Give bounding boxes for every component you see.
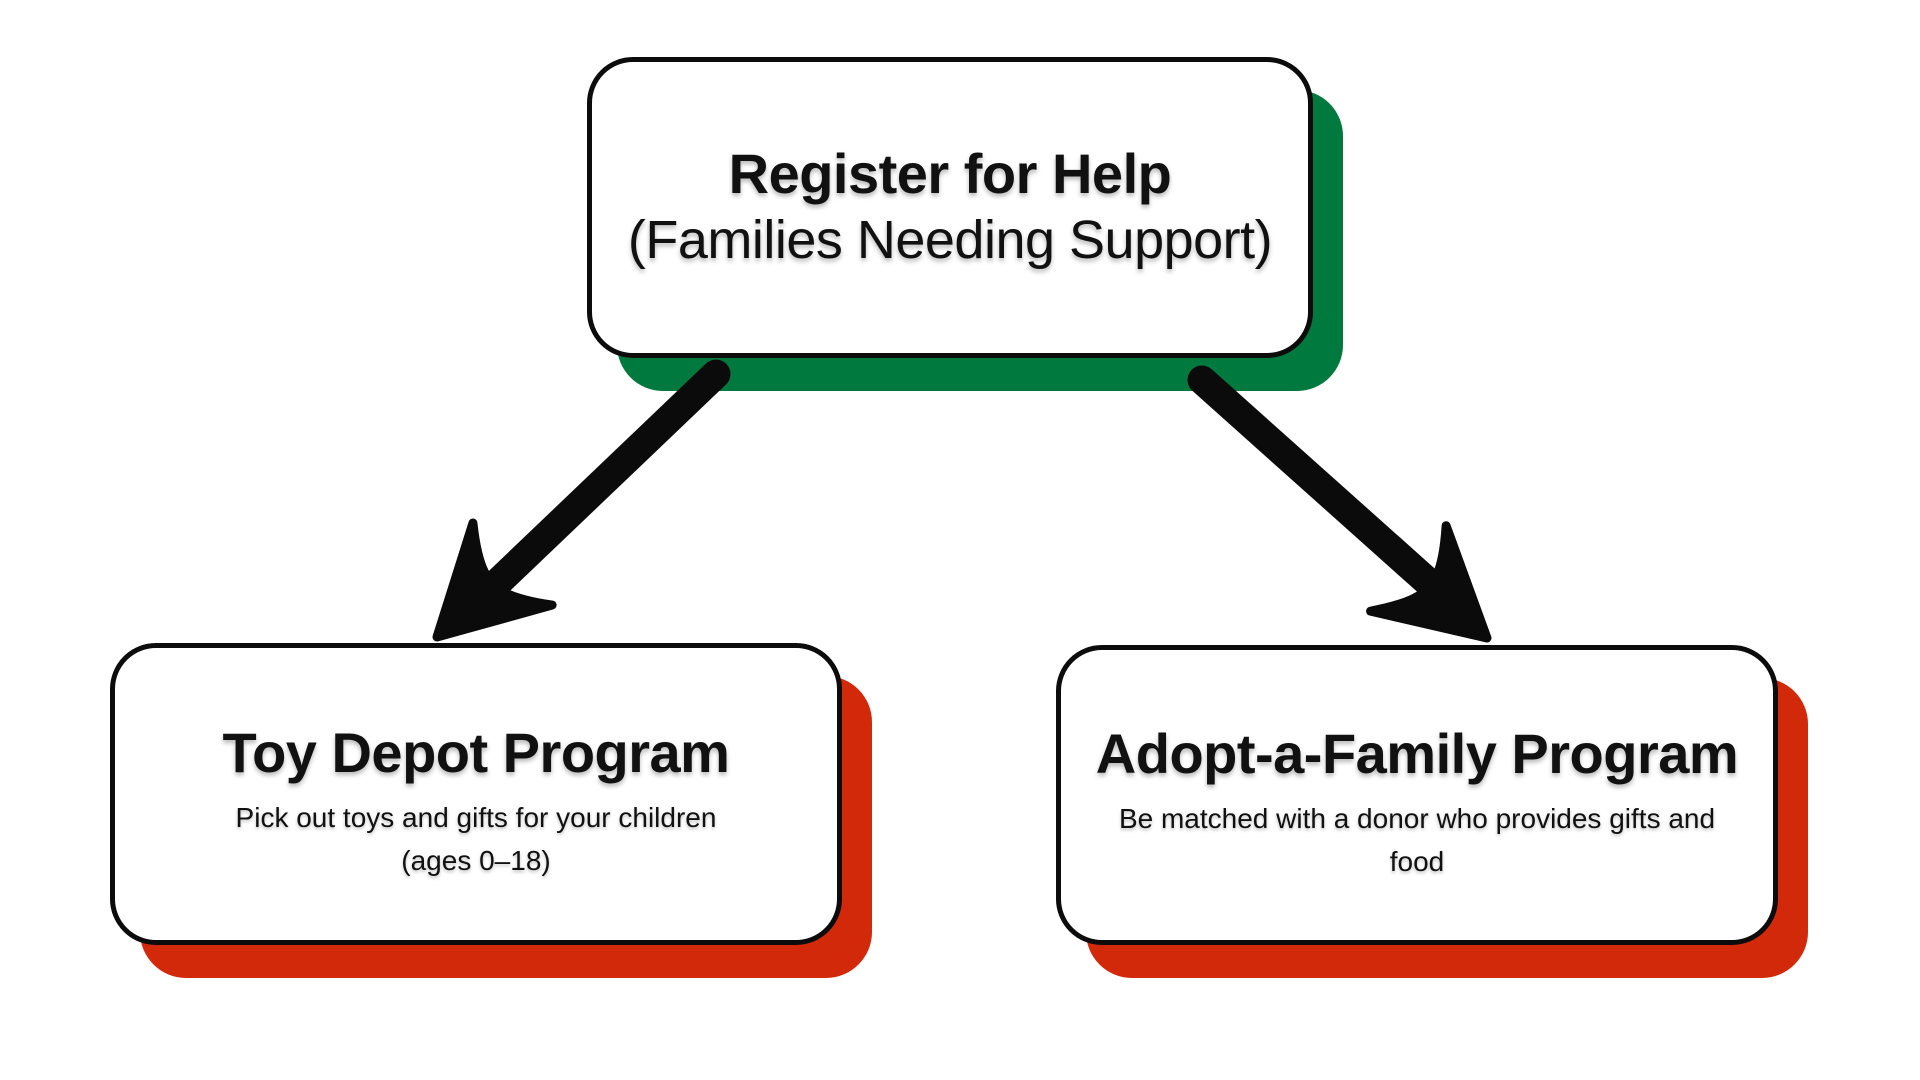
node-subtitle: (Families Needing Support) [627,210,1273,271]
flow-arrow-down-right-icon [1187,365,1492,643]
node-adopt-a-family-program: Adopt-a-Family Program Be matched with a… [1056,645,1778,945]
node-register-for-help: Register for Help (Families Needing Supp… [587,57,1313,358]
node-toy-depot-program: Toy Depot Program Pick out toys and gift… [110,643,842,945]
node-title: Toy Depot Program [222,721,730,785]
node-subtitle: Be matched with a donor who provides gif… [1118,802,1716,878]
node-title: Adopt-a-Family Program [1095,722,1739,786]
node-title: Register for Help [728,142,1172,206]
flow-arrow-down-left-icon [432,359,731,642]
node-subtitle: Pick out toys and gifts for your childre… [235,801,717,877]
